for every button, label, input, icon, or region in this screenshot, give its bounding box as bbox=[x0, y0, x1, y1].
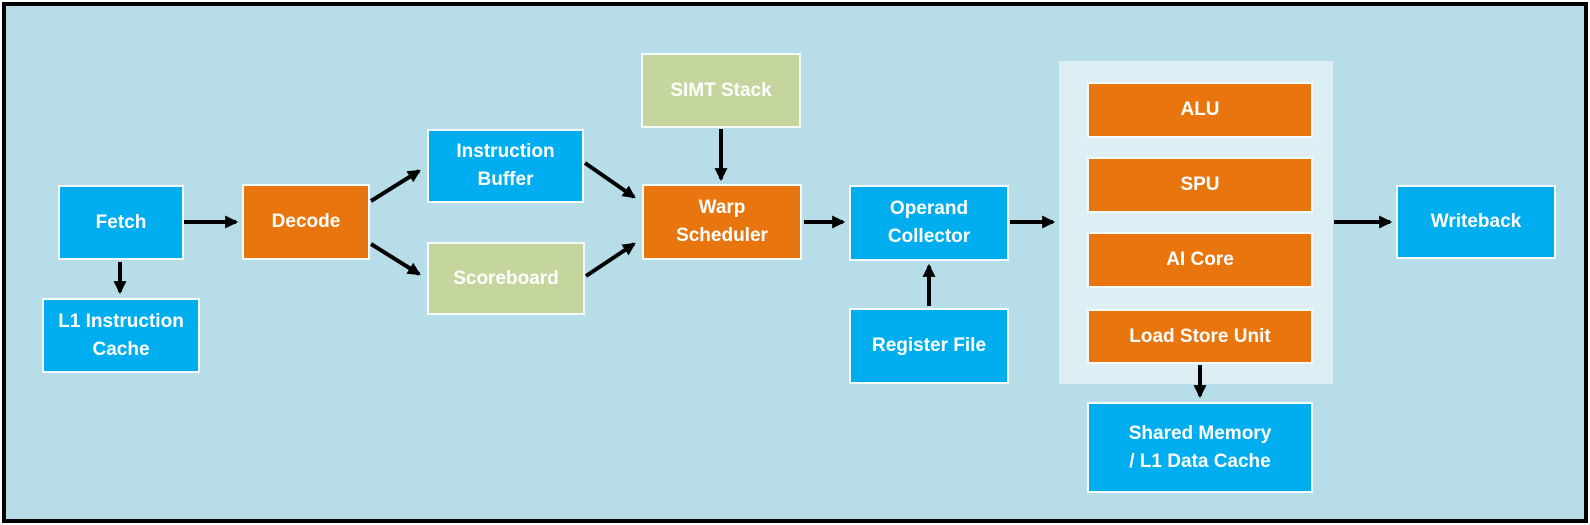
node-decode: Decode bbox=[242, 184, 370, 260]
node-l1-instruction-cache: L1 Instruction Cache bbox=[42, 298, 200, 373]
node-simt-stack: SIMT Stack bbox=[641, 53, 801, 128]
node-writeback: Writeback bbox=[1396, 185, 1556, 259]
node-alu: ALU bbox=[1087, 82, 1313, 138]
node-operand-collector: Operand Collector bbox=[849, 185, 1009, 261]
node-register-file: Register File bbox=[849, 308, 1009, 384]
node-scoreboard: Scoreboard bbox=[427, 242, 585, 315]
node-fetch: Fetch bbox=[58, 185, 184, 260]
node-ai-core: AI Core bbox=[1087, 232, 1313, 288]
node-shared-memory-l1-data-cache: Shared Memory / L1 Data Cache bbox=[1087, 402, 1313, 493]
node-instruction-buffer: Instruction Buffer bbox=[427, 129, 584, 203]
node-load-store-unit: Load Store Unit bbox=[1087, 309, 1313, 364]
node-spu: SPU bbox=[1087, 157, 1313, 213]
node-warp-scheduler: Warp Scheduler bbox=[642, 184, 802, 260]
